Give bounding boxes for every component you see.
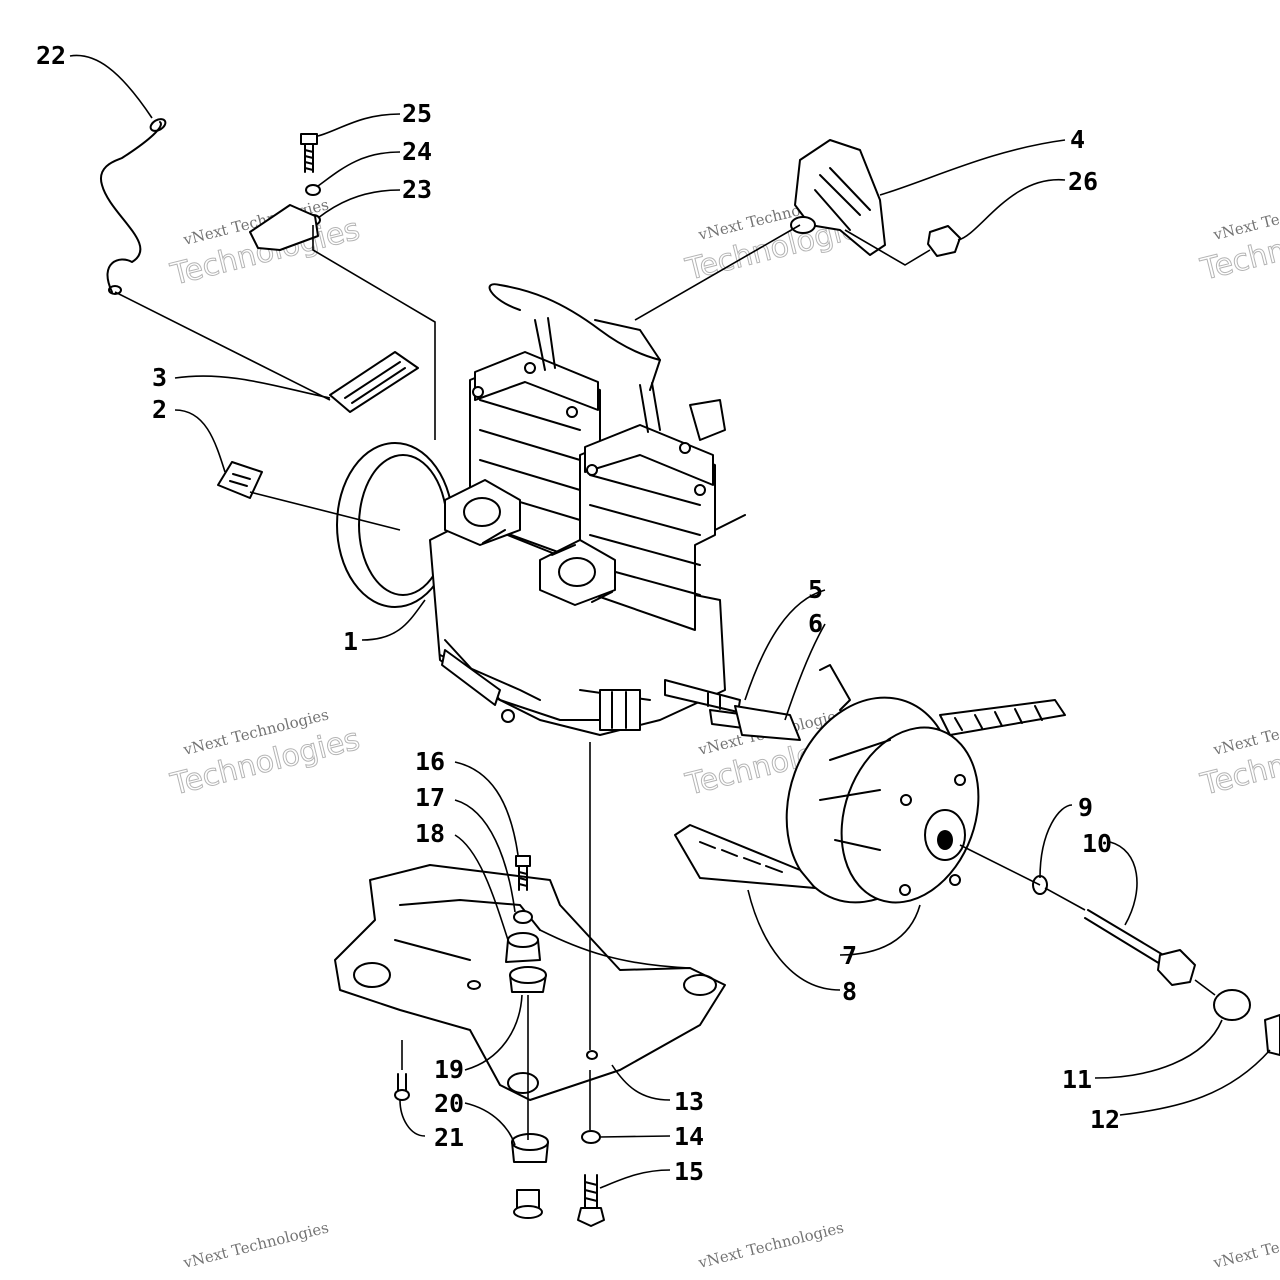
mount-bolt: [515, 855, 531, 891]
callout-4: 4: [1070, 125, 1085, 154]
callout-3: 3: [152, 363, 167, 392]
clip-nut: [927, 225, 961, 257]
callout-23: 23: [402, 175, 432, 204]
callout-20: 20: [434, 1089, 464, 1118]
lower-mount: [511, 1133, 549, 1219]
callout-6: 6: [808, 609, 823, 638]
watermark: vNext Technologies: [1211, 1218, 1280, 1272]
decal: [329, 351, 419, 413]
mount-cup: [509, 966, 547, 993]
label-plate: [217, 461, 263, 499]
rubber-mount: [505, 932, 541, 963]
engine: [336, 283, 746, 736]
watermark: vNext Technologies: [181, 1218, 331, 1272]
plate-washer: [581, 1130, 601, 1144]
plate-bolt: [394, 1073, 410, 1101]
bracket: [790, 139, 886, 256]
callout-18: 18: [415, 819, 445, 848]
callout-26: 26: [1068, 167, 1098, 196]
callout-25: 25: [402, 99, 432, 128]
callout-15: 15: [674, 1157, 704, 1186]
callout-16: 16: [415, 747, 445, 776]
watermark: vNext Technologies: [696, 1218, 846, 1272]
watermark: vNext Technologies Technologies: [1196, 190, 1280, 288]
callout-14: 14: [674, 1122, 704, 1151]
callout-19: 19: [434, 1055, 464, 1084]
clutch-spacer: [734, 705, 801, 741]
mount-washer: [513, 910, 533, 924]
plate-mount-bolt: [577, 1174, 605, 1227]
svg-text:vNext Technologies: vNext Technologies: [1211, 1218, 1280, 1272]
end-cap: [1264, 1014, 1280, 1056]
clutch-bolt: [1084, 909, 1196, 986]
watermark: vNext Technologies Technologies: [1196, 705, 1280, 803]
lock-plate: [1213, 989, 1251, 1021]
lock-washer: [305, 184, 321, 196]
callout-17: 17: [415, 783, 445, 812]
callout-5: 5: [808, 575, 823, 604]
tether-cord: [99, 118, 167, 295]
callout-9: 9: [1078, 793, 1093, 822]
drive-belt: [674, 664, 1066, 889]
svg-text:vNext Technologies: vNext Technologies: [181, 1218, 331, 1272]
callout-8: 8: [842, 977, 857, 1006]
callout-12: 12: [1090, 1105, 1120, 1134]
callout-22: 22: [36, 41, 66, 70]
drive-clutch: [785, 696, 980, 904]
svg-text:vNext Technologies: vNext Technologies: [696, 1218, 846, 1272]
access-cover: [249, 204, 319, 251]
callout-7: 7: [842, 941, 857, 970]
callout-labels: 1 2 3 4 5 6 7 8 9 10 11 12 13 14 15 16 1…: [36, 41, 1120, 1186]
callout-21: 21: [434, 1123, 464, 1152]
callout-2: 2: [152, 395, 167, 424]
callout-13: 13: [674, 1087, 704, 1116]
callout-10: 10: [1082, 829, 1112, 858]
callout-11: 11: [1062, 1065, 1092, 1094]
callout-1: 1: [343, 627, 358, 656]
cover-bolt: [300, 133, 318, 173]
callout-24: 24: [402, 137, 432, 166]
watermark: vNext Technologies Technologies: [166, 705, 363, 803]
leader-lines: [69, 54, 1271, 1189]
